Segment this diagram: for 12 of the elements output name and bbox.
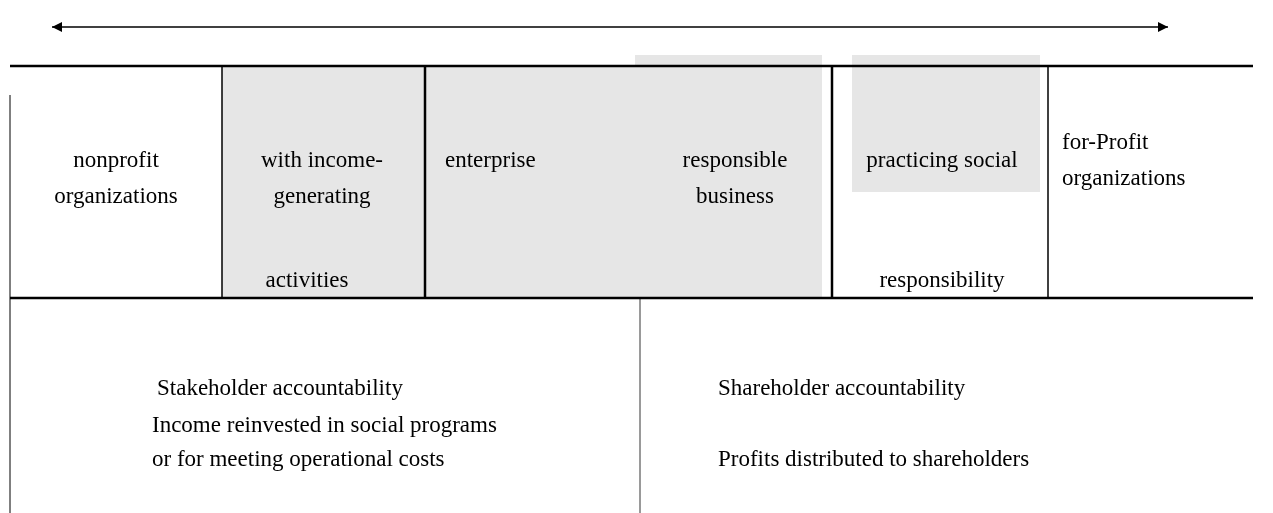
- note-text: Shareholder accountability: [718, 374, 966, 402]
- note-text: Profits distributed to shareholders: [718, 445, 1030, 473]
- cell-text: nonprofit organizations: [53, 146, 179, 210]
- note-text: Income reinvested in social programs or for meeting operational costs: [152, 411, 497, 473]
- cell-text: with income-generating: [260, 146, 384, 210]
- cell-text: activities: [264, 266, 350, 294]
- cell-text: practicing social: [865, 146, 1019, 174]
- cell-text: for-Profit organizations: [1062, 128, 1187, 192]
- cell-text: enterprise: [445, 146, 537, 174]
- cell-text: responsible business: [681, 146, 789, 210]
- note-text: Stakeholder accountability: [157, 374, 403, 402]
- cell-text: responsibility: [878, 266, 1006, 294]
